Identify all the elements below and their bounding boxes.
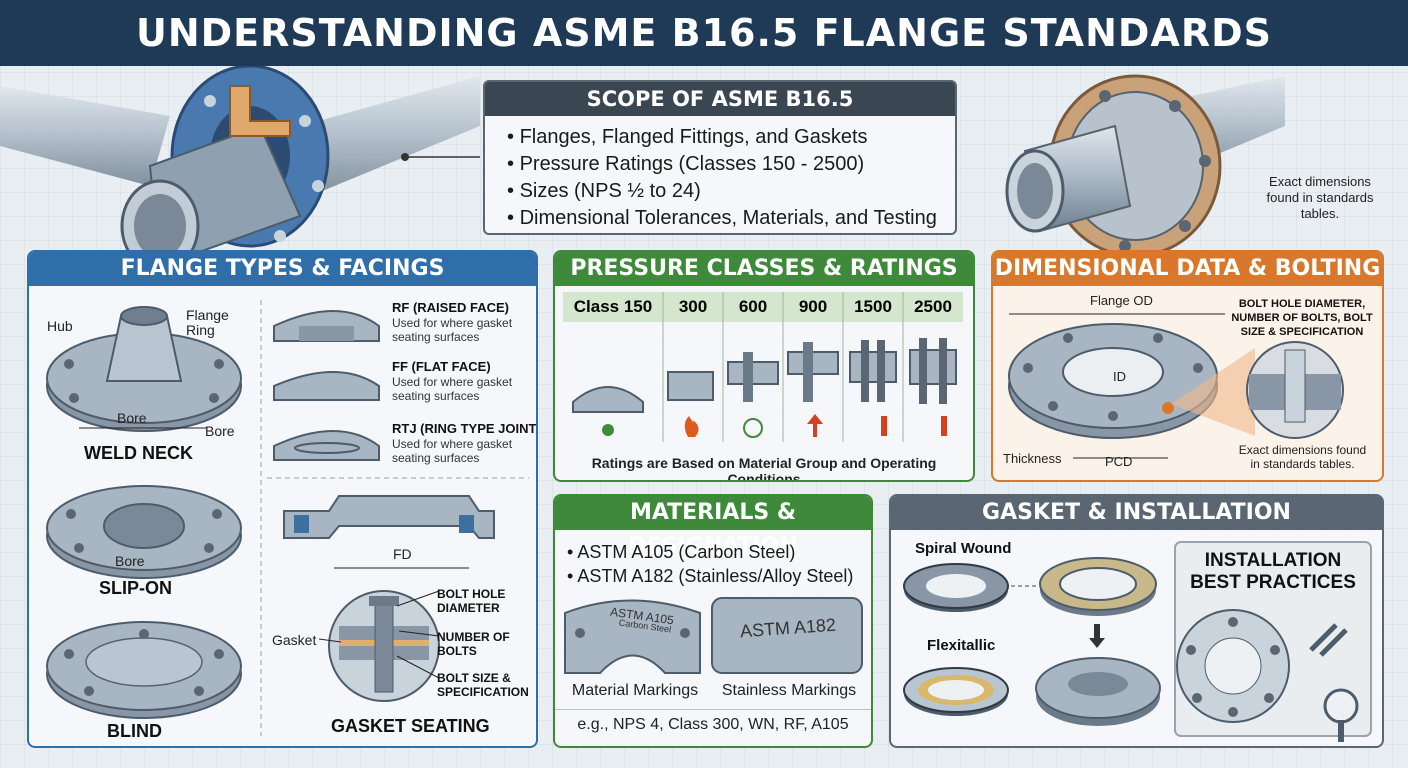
pressure-panel: PRESSURE CLASSES & RATINGS Class 150 300… bbox=[553, 250, 975, 482]
id-label: ID bbox=[1113, 369, 1126, 384]
weldneck-flange-icon bbox=[46, 306, 242, 432]
scope-item: Pressure Ratings (Classes 150 - 2500) bbox=[507, 151, 937, 178]
gasket-heading: GASKET & INSTALLATION bbox=[891, 496, 1382, 530]
weldneck-pipe-illustration bbox=[0, 66, 480, 273]
class-header: Class 150 bbox=[573, 297, 653, 316]
ff-desc: Used for where gasket seating surfaces bbox=[392, 375, 513, 403]
materials-panel: MATERIALS & DESIGNATION ASTM A105 (Carbo… bbox=[553, 494, 873, 748]
ff-title: FF (FLAT FACE) bbox=[392, 359, 491, 374]
bolt-size-label: BOLT SIZE & SPECIFICATION bbox=[437, 671, 529, 699]
fd-section-icon bbox=[283, 495, 495, 569]
ff-facing-icon bbox=[273, 371, 380, 401]
class-header: 300 bbox=[678, 297, 708, 316]
material-stamps bbox=[564, 597, 863, 674]
scope-heading: SCOPE OF ASME B16.5 bbox=[485, 82, 955, 116]
scope-item: Sizes (NPS ½ to 24) bbox=[507, 178, 937, 205]
gasket-panel: GASKET & INSTALLATION Spiral Wound Flexi… bbox=[889, 494, 1384, 748]
num-bolts-label: NUMBER OF BOLTS bbox=[437, 630, 510, 658]
slip-on-title: SLIP-ON bbox=[99, 578, 173, 598]
rf-title: RF (RAISED FACE) bbox=[392, 300, 509, 315]
class-header: 900 bbox=[798, 297, 828, 316]
rtj-facing-icon bbox=[273, 430, 380, 461]
pressure-footer: Ratings are Based on Material Group and … bbox=[591, 455, 937, 482]
flange-ring-label: Flange Ring bbox=[186, 307, 229, 338]
gasket-seating-icon bbox=[318, 590, 440, 702]
rtj-desc: Used for where gasket seating surfaces bbox=[392, 437, 513, 465]
bore-label-2: Bore bbox=[205, 423, 235, 439]
scope-panel: SCOPE OF ASME B16.5 Flanges, Flanged Fit… bbox=[483, 80, 957, 235]
gasket-seating-title: GASKET SEATING bbox=[331, 716, 490, 736]
material-item: ASTM A105 (Carbon Steel) bbox=[567, 540, 853, 564]
scope-item: Flanges, Flanged Fittings, and Gaskets bbox=[507, 124, 937, 151]
materials-list: ASTM A105 (Carbon Steel) ASTM A182 (Stai… bbox=[567, 540, 853, 588]
flexitallic-label: Flexitallic bbox=[927, 637, 996, 654]
dimensional-drawing bbox=[1008, 313, 1344, 459]
rf-desc: Used for where gasket seating surfaces bbox=[392, 316, 513, 344]
bolt-note: BOLT HOLE DIAMETER, NUMBER OF BOLTS, BOL… bbox=[1231, 298, 1373, 338]
dimensional-note: Exact dimensions found in standards tabl… bbox=[1238, 443, 1367, 471]
material-item: ASTM A182 (Stainless/Alloy Steel) bbox=[567, 564, 853, 588]
slipon-pipe-illustration bbox=[1005, 74, 1285, 251]
class-header: 600 bbox=[738, 297, 768, 316]
pcd-label: PCD bbox=[1105, 454, 1133, 469]
thickness-label: Thickness bbox=[1003, 451, 1062, 466]
bore-label: Bore bbox=[117, 410, 147, 426]
bolt-hole-label: BOLT HOLE DIAMETER bbox=[437, 587, 506, 615]
flange-od-label: Flange OD bbox=[1090, 293, 1153, 308]
title-bar: UNDERSTANDING ASME B16.5 FLANGE STANDARD… bbox=[0, 0, 1408, 66]
class-header: 2500 bbox=[914, 297, 952, 316]
flange-types-drawings bbox=[46, 300, 529, 736]
dimensional-panel: DIMENSIONAL DATA & BOLTING Flange OD ID … bbox=[991, 250, 1384, 482]
blind-flange-icon bbox=[46, 621, 242, 719]
material-markings-caption: Material Markings bbox=[571, 682, 699, 699]
flange-types-panel: FLANGE TYPES & FACINGS bbox=[27, 250, 538, 748]
dimensional-heading: DIMENSIONAL DATA & BOLTING bbox=[993, 252, 1382, 286]
slipon-flange-icon bbox=[46, 485, 242, 579]
page-title: UNDERSTANDING ASME B16.5 FLANGE STANDARD… bbox=[135, 11, 1273, 55]
gasket-drawings bbox=[903, 541, 1372, 742]
scope-list: Flanges, Flanged Fittings, and Gaskets P… bbox=[507, 124, 937, 232]
class-header: 1500 bbox=[854, 297, 892, 316]
flange-types-heading: FLANGE TYPES & FACINGS bbox=[29, 252, 536, 286]
designation-example: e.g., NPS 4, Class 300, WN, RF, A105 bbox=[577, 716, 849, 733]
class-flange-icons bbox=[572, 292, 957, 442]
hub-label: Hub bbox=[47, 318, 73, 334]
installation-heading: INSTALLATION BEST PRACTICES bbox=[1190, 550, 1356, 593]
stainless-markings-caption: Stainless Markings bbox=[721, 682, 857, 699]
fd-label: FD bbox=[393, 546, 412, 562]
rf-facing-icon bbox=[273, 310, 380, 342]
spiral-wound-label: Spiral Wound bbox=[915, 540, 1012, 557]
pressure-table: Class 150 300 600 900 1500 2500 bbox=[563, 292, 963, 442]
pressure-heading: PRESSURE CLASSES & RATINGS bbox=[555, 252, 973, 286]
slipon-bore-label: Bore bbox=[115, 553, 145, 569]
rtj-title: RTJ (RING TYPE JOINT) bbox=[392, 421, 538, 436]
materials-heading: MATERIALS & DESIGNATION bbox=[555, 496, 871, 559]
blind-title: BLIND bbox=[107, 721, 162, 741]
top-right-note: Exact dimensions found in standards tabl… bbox=[1266, 174, 1374, 221]
scope-item: Dimensional Tolerances, Materials, and T… bbox=[507, 205, 937, 232]
weld-neck-title: WELD NECK bbox=[84, 443, 193, 463]
gasket-label: Gasket bbox=[272, 632, 317, 648]
